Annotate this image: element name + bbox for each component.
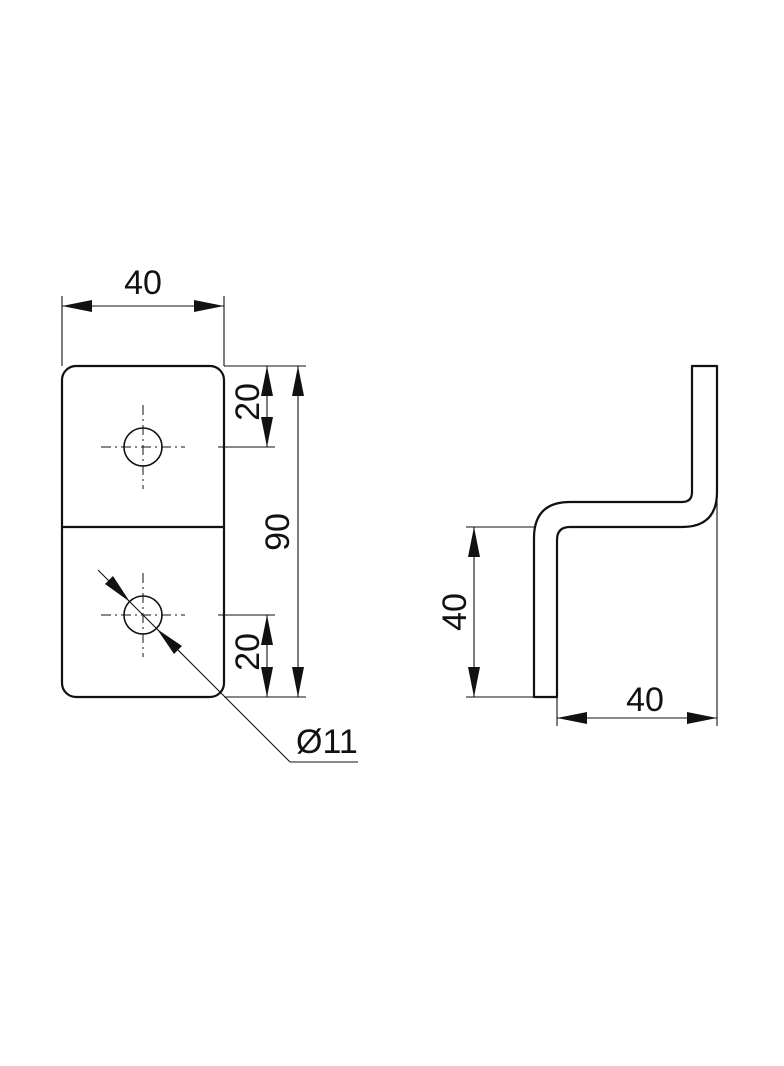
dimension-hole-diameter: Ø11	[97, 569, 358, 763]
side-view: 40 40	[436, 364, 719, 726]
dimension-text: 90	[259, 513, 297, 551]
plate-outline	[60, 364, 226, 699]
arrowhead	[468, 667, 480, 697]
dimension-text: 40	[626, 681, 664, 719]
arrowhead	[194, 300, 224, 312]
bracket-profile	[532, 364, 719, 699]
dimension-side-height: 40	[436, 526, 534, 698]
arrowhead	[292, 366, 304, 396]
dimension-text: 20	[229, 633, 267, 671]
arrowhead	[105, 576, 130, 602]
dimension-bottom-offset: 20	[229, 615, 273, 697]
arrowhead	[261, 417, 273, 447]
arrowhead	[261, 615, 273, 645]
arrowhead	[468, 527, 480, 557]
arrowhead	[292, 667, 304, 697]
arrowhead	[62, 300, 92, 312]
arrowhead	[557, 712, 587, 724]
arrowhead	[261, 366, 273, 396]
arrowhead	[687, 712, 717, 724]
arrowhead	[157, 629, 182, 654]
dimension-side-depth: 40	[556, 366, 718, 726]
dimension-width: 40	[61, 264, 225, 366]
dimension-text: Ø11	[296, 723, 358, 761]
dimension-text: 40	[436, 593, 474, 631]
dimension-text: 40	[124, 264, 162, 302]
dimension-top-offset: 20	[229, 366, 273, 447]
front-view: 40 20 90 20	[60, 264, 358, 763]
dimension-height: 90	[259, 366, 304, 697]
dimension-text: 20	[229, 383, 267, 421]
arrowhead	[261, 667, 273, 697]
